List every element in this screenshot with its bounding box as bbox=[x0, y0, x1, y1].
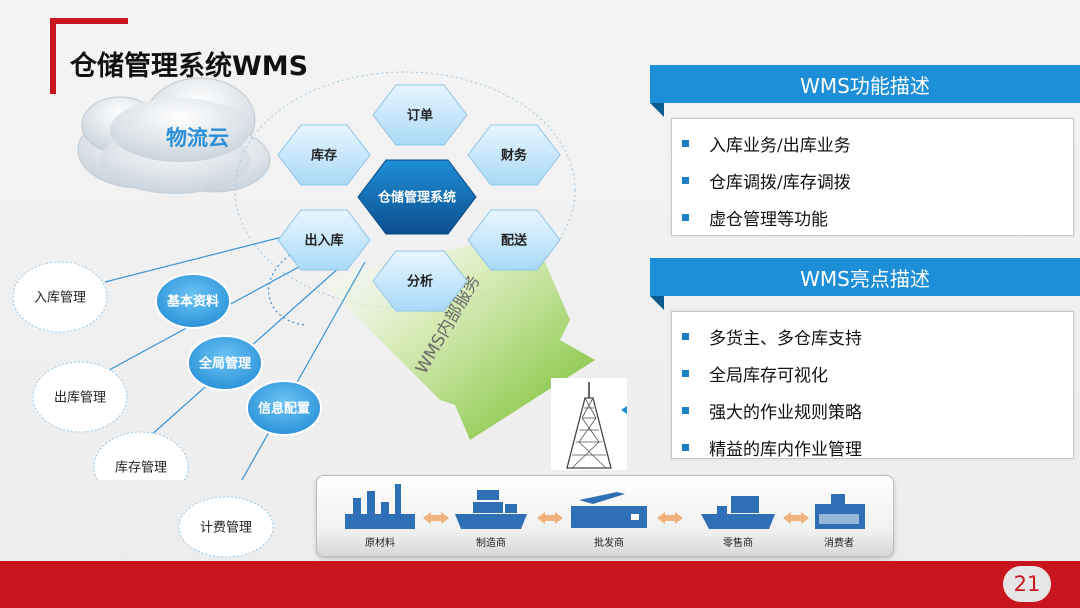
circle-inbound-management: 入库管理 bbox=[12, 261, 108, 333]
bullet-icon bbox=[682, 214, 689, 221]
circle-basic-data: 基本资料 bbox=[155, 273, 231, 329]
footer-bar bbox=[0, 561, 1080, 608]
list-item: 入库业务/出库业务 bbox=[682, 125, 1073, 162]
cloud-label: 物流云 bbox=[166, 126, 229, 150]
bullet-icon bbox=[682, 140, 689, 147]
circle-global-management: 全局管理 bbox=[187, 335, 263, 391]
svg-text:入库管理: 入库管理 bbox=[34, 290, 86, 306]
svg-text:全局管理: 全局管理 bbox=[198, 356, 251, 372]
circle-outbound-management: 出库管理 bbox=[32, 361, 128, 433]
wms-diagram: WMS内部服务 订单 库存 财务 仓储管理系统 出入库 配送 分析 入库管理 bbox=[12, 71, 595, 480]
svg-text:分析: 分析 bbox=[407, 274, 433, 290]
bullet-icon bbox=[682, 444, 689, 451]
svg-text:出库管理: 出库管理 bbox=[54, 390, 106, 406]
hex-in-out: 出入库 bbox=[277, 209, 371, 271]
arrow-icons bbox=[423, 512, 809, 524]
list-item: 仓库调拨/库存调拨 bbox=[682, 162, 1073, 199]
hex-analysis: 分析 bbox=[372, 250, 468, 312]
panel-highlights: 多货主、多仓库支持 全局库存可视化 强大的作业规则策略 精益的库内作业管理 bbox=[671, 311, 1074, 460]
hex-inventory: 库存 bbox=[277, 124, 371, 186]
svg-text:财务: 财务 bbox=[501, 148, 528, 164]
hex-delivery: 配送 bbox=[467, 209, 561, 271]
svg-text:订单: 订单 bbox=[407, 108, 433, 124]
cargo-ship-icon bbox=[701, 496, 775, 529]
shop-icon bbox=[815, 494, 865, 529]
panel-header-functions: WMS功能描述 bbox=[650, 65, 1080, 117]
circle-billing-label: 计费管理 bbox=[200, 521, 252, 536]
billing-circle-extension: 计费管理 bbox=[178, 496, 274, 558]
chain-label-retailer: 零售商 bbox=[723, 538, 753, 549]
page-number: 21 bbox=[1003, 566, 1051, 602]
chain-label-raw-material: 原材料 bbox=[365, 538, 395, 549]
svg-text:配送: 配送 bbox=[501, 233, 528, 249]
svg-text:信息配置: 信息配置 bbox=[258, 401, 310, 417]
ship-icon bbox=[455, 490, 527, 529]
svg-text:出入库: 出入库 bbox=[304, 233, 343, 249]
hex-finance: 财务 bbox=[467, 124, 561, 186]
chain-label-manufacturer: 制造商 bbox=[476, 538, 506, 549]
hex-center: 仓储管理系统 bbox=[357, 159, 477, 235]
svg-text:库存: 库存 bbox=[311, 148, 337, 164]
hex-order: 订单 bbox=[372, 84, 468, 146]
chain-label-consumer: 消费者 bbox=[824, 538, 854, 549]
list-item: 强大的作业规则策略 bbox=[682, 392, 1073, 429]
bullet-icon bbox=[682, 333, 689, 340]
bullet-icon bbox=[682, 370, 689, 377]
circle-inventory-management: 库存管理 bbox=[93, 431, 189, 480]
title-bracket bbox=[50, 18, 128, 94]
bullet-icon bbox=[682, 177, 689, 184]
svg-text:基本资料: 基本资料 bbox=[166, 294, 219, 310]
factory-icon bbox=[345, 484, 415, 529]
list-item: 精益的库内作业管理 bbox=[682, 429, 1073, 466]
cloud-shape bbox=[77, 77, 271, 194]
airplane-icon bbox=[571, 492, 647, 528]
chain-label-wholesaler: 批发商 bbox=[594, 538, 624, 549]
supply-chain-bar: 原材料 制造商 批发商 零售商 消费者 bbox=[316, 475, 894, 557]
svg-text:库存管理: 库存管理 bbox=[115, 460, 167, 476]
list-item: 多货主、多仓库支持 bbox=[682, 318, 1073, 355]
page-title: 仓储管理系统WMS bbox=[70, 51, 309, 82]
list-item: 虚仓管理等功能 bbox=[682, 199, 1073, 236]
circle-info-config: 信息配置 bbox=[246, 380, 322, 436]
list-item: 全局库存可视化 bbox=[682, 355, 1073, 392]
svg-text:仓储管理系统: 仓储管理系统 bbox=[377, 190, 456, 206]
tower-image bbox=[551, 378, 627, 470]
panel-functions: 入库业务/出库业务 仓库调拨/库存调拨 虚仓管理等功能 bbox=[671, 118, 1074, 236]
panel-header-highlights: WMS亮点描述 bbox=[650, 258, 1080, 310]
bullet-icon bbox=[682, 407, 689, 414]
